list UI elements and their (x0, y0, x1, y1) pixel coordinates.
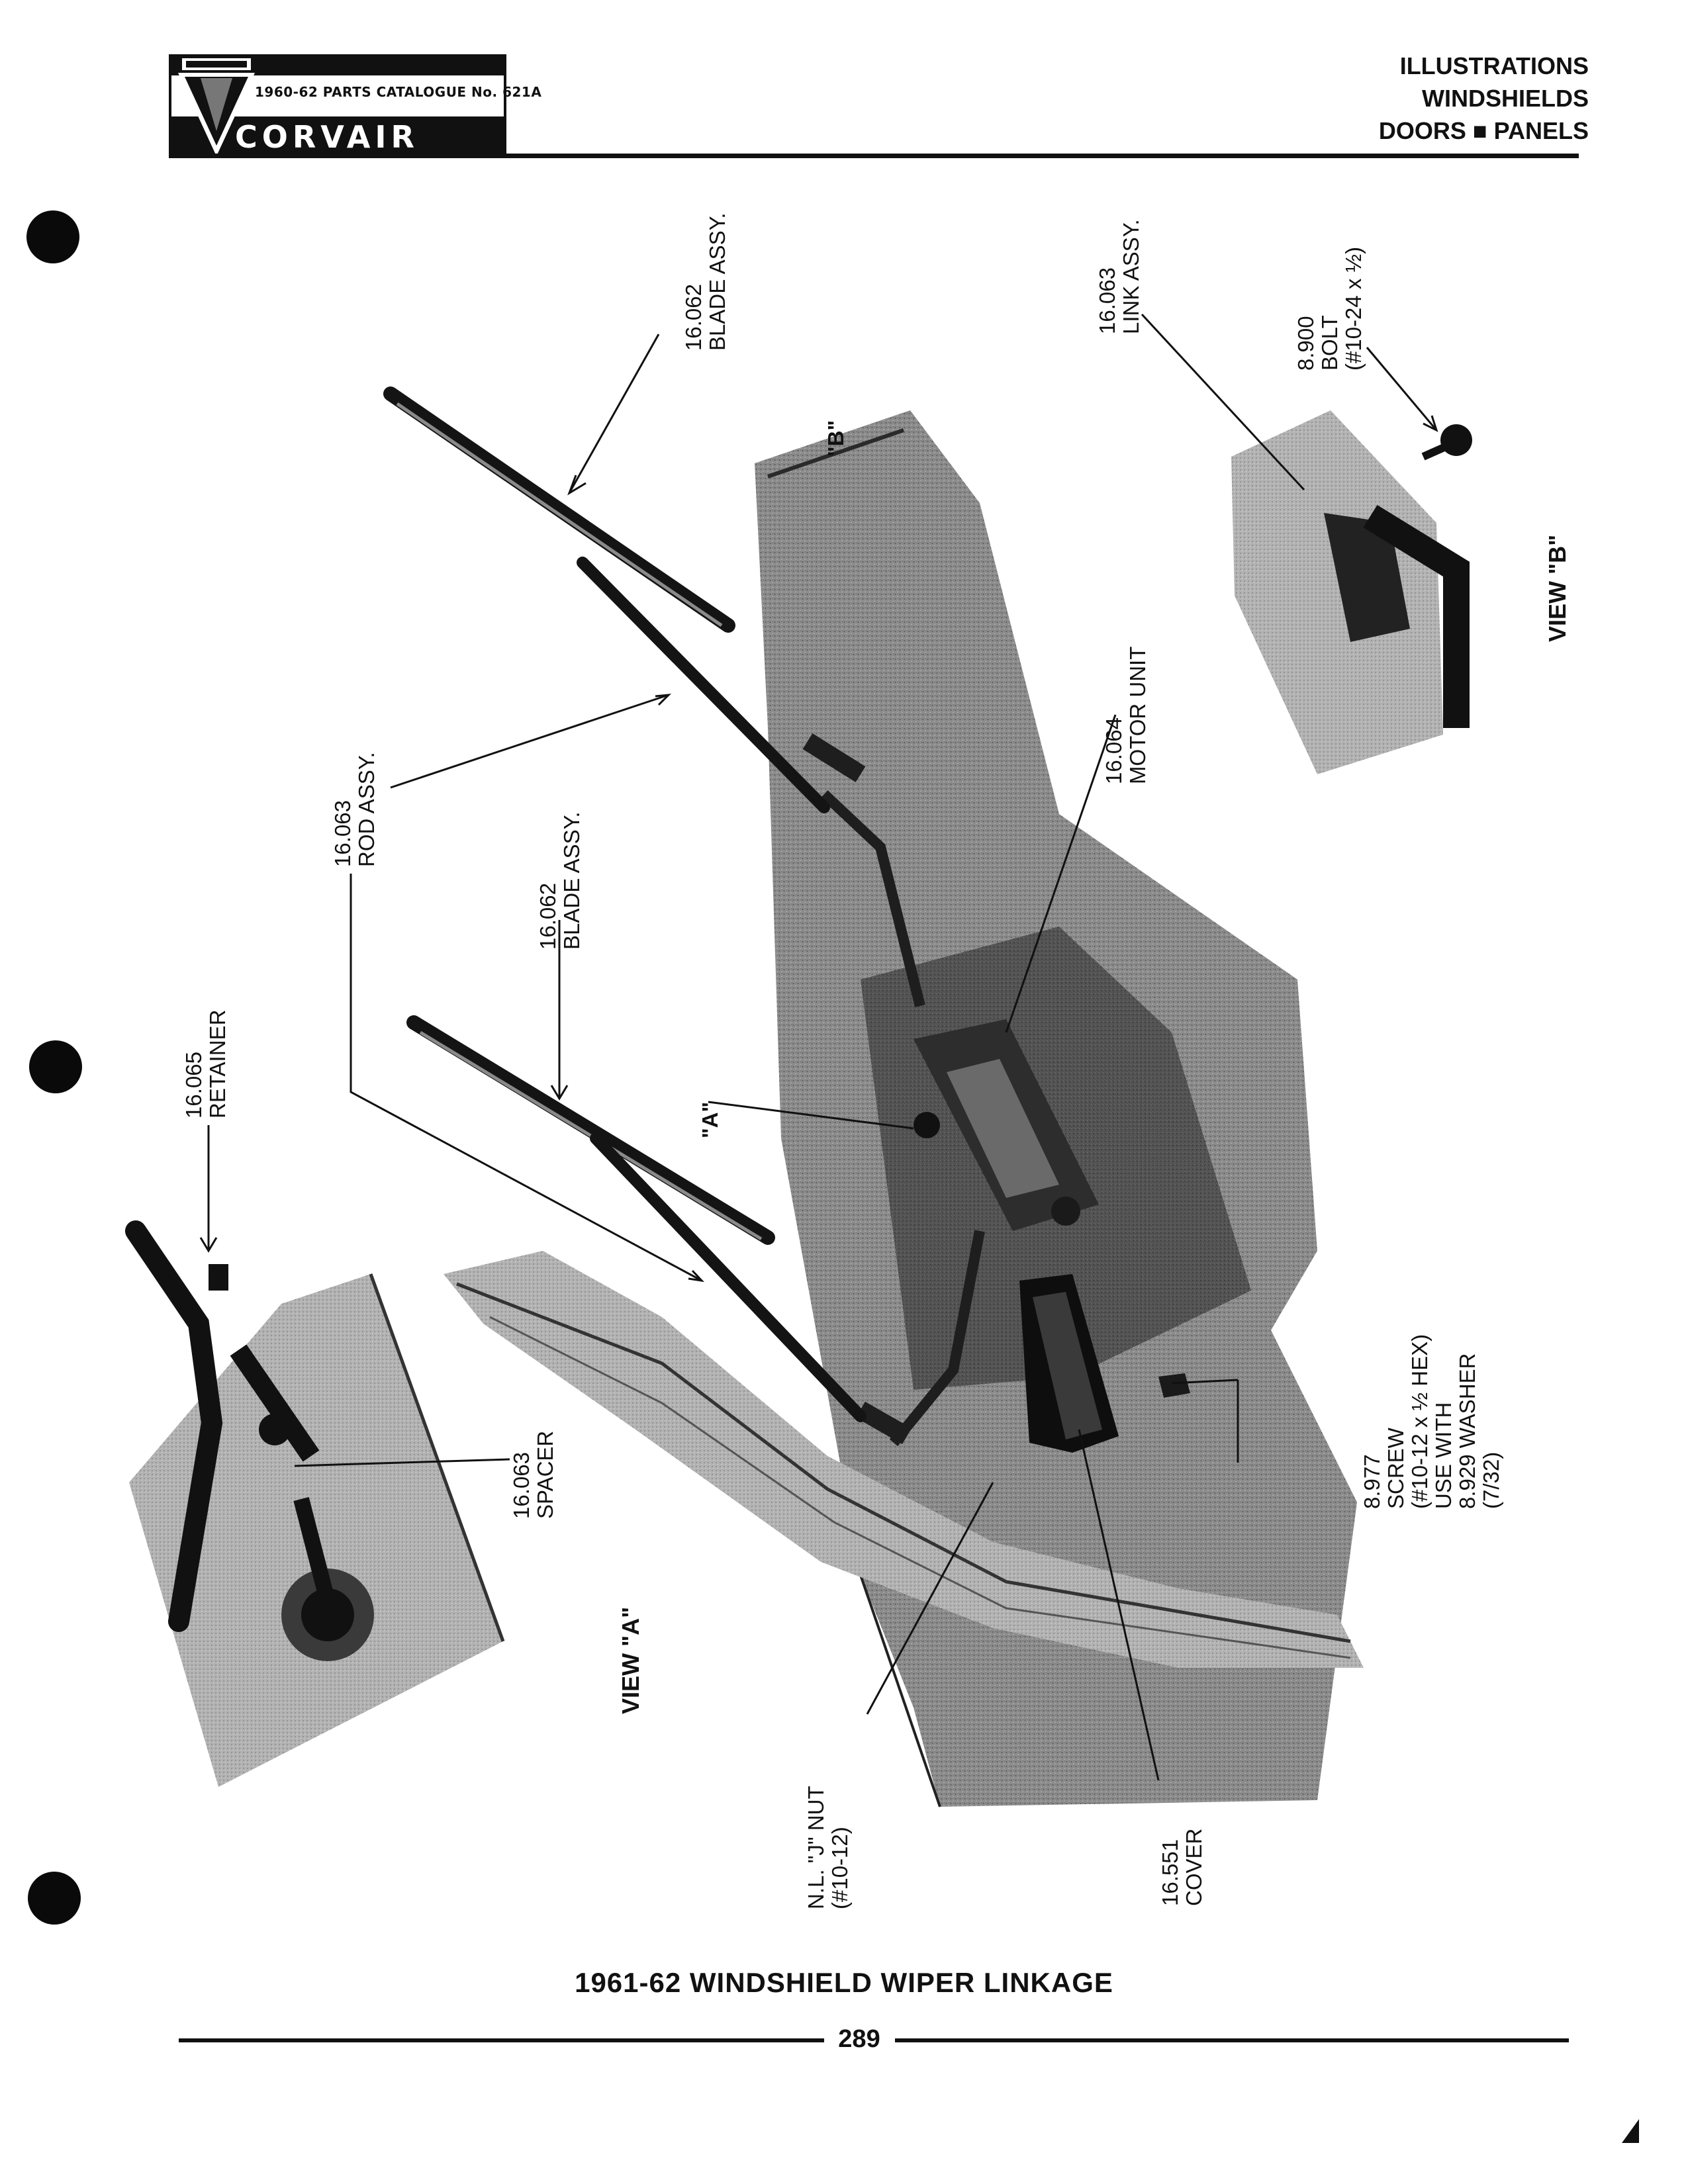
label-screw: 8.977 SCREW (#10-12 x ½ HEX) USE WITH 8.… (1360, 1334, 1503, 1509)
corvair-logo: 1960-62 PARTS CATALOGUE No. 621A CORVAIR (169, 54, 541, 156)
windshield-molding (444, 1251, 1364, 1668)
label-view-a-marker: "A" (698, 1101, 722, 1138)
header-rule (169, 154, 1579, 158)
corvair-emblem-icon (178, 58, 255, 156)
label-retainer: 16.065 RETAINER (181, 1009, 230, 1118)
wiper-lower (406, 1015, 867, 1422)
label-bolt: 8.900 BOLT (#10-24 x ½) (1293, 246, 1366, 371)
wiper-motor (914, 1019, 1099, 1231)
binder-hole-bottom (28, 1872, 81, 1925)
page-number: 289 (838, 2025, 880, 2053)
label-view-b-marker: "B" (823, 420, 848, 457)
section-line-windshields: WINDSHIELDS (1422, 85, 1589, 112)
label-rod-assy: 16.063 ROD ASSY. (330, 752, 379, 867)
label-cover: 16.551 COVER (1158, 1828, 1206, 1906)
section-title: ILLUSTRATIONS WINDSHIELDS DOORS ■ PANELS (1379, 50, 1589, 147)
label-link-assy: 16.063 LINK ASSY. (1095, 219, 1143, 334)
linkage-rods (802, 733, 985, 1447)
label-spacer: 16.063 SPACER (509, 1430, 557, 1519)
motor-cover (1019, 1274, 1119, 1453)
wiper-linkage-diagram (125, 313, 1472, 1807)
view-a-inset (125, 1220, 505, 1787)
figure-caption: 1961-62 WINDSHIELD WIPER LINKAGE (575, 1967, 1113, 1998)
label-view-a: VIEW "A" (617, 1606, 644, 1714)
label-blade-assy-upper: 16.062 BLADE ASSY. (681, 212, 729, 351)
label-view-b: VIEW "B" (1544, 534, 1571, 642)
brand-name: CORVAIR (235, 119, 419, 155)
wiper-upper (383, 387, 830, 813)
label-motor-unit: 16.064 MOTOR UNIT (1102, 646, 1150, 784)
footer-rule-right (895, 2038, 1569, 2042)
section-line-doors-panels: DOORS ■ PANELS (1378, 117, 1589, 144)
binder-hole-middle (29, 1040, 82, 1093)
catalog-number: 1960-62 PARTS CATALOGUE No. 621A (255, 84, 542, 100)
section-line-illustrations: ILLUSTRATIONS (1399, 52, 1589, 79)
corner-triangle-icon (1622, 2119, 1639, 2143)
label-blade-assy-lower: 16.062 BLADE ASSY. (536, 811, 584, 950)
footer-rule-left (179, 2038, 824, 2042)
leader-lines (199, 313, 1438, 1781)
label-j-nut: N.L. "J" NUT (#10-12) (804, 1786, 852, 1909)
screw-part (1158, 1373, 1190, 1398)
binder-hole-top (26, 210, 79, 263)
view-b-inset (1231, 410, 1472, 774)
